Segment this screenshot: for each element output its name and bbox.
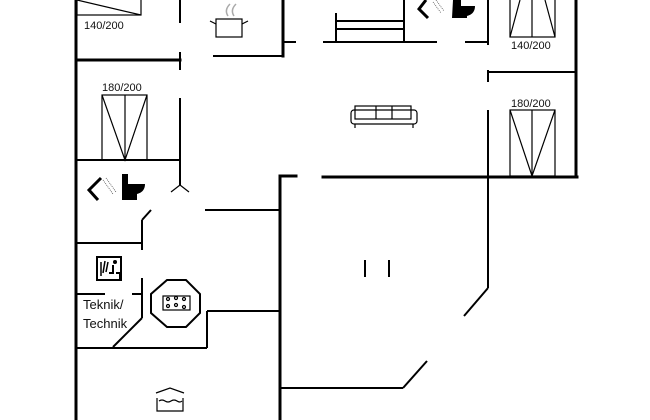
hot-tub-icon	[150, 279, 201, 328]
toilet-icon	[452, 0, 475, 18]
bed-top-left: 140/200	[76, 0, 142, 32]
bed-size-label: 140/200	[511, 40, 551, 52]
bed-left: 180/200	[101, 82, 148, 162]
pool-icon	[155, 387, 185, 412]
sofa-icon	[350, 105, 418, 128]
walls	[74, 0, 579, 420]
bed-top-right: 140/200	[509, 0, 556, 52]
sauna-icon	[96, 256, 122, 281]
bed-size-label: 180/200	[102, 82, 142, 94]
cooking-pot-icon	[209, 3, 249, 38]
shower-icon	[417, 0, 445, 20]
technical-room-label: Technik	[83, 316, 128, 331]
technical-room-label: Teknik/	[83, 297, 124, 312]
bed-right: 180/200	[509, 98, 556, 178]
shower-icon	[86, 176, 117, 202]
bed-size-label: 140/200	[84, 20, 124, 32]
bed-icon	[335, 0, 405, 42]
bed-size-label: 180/200	[511, 98, 551, 110]
toilet-icon	[122, 174, 145, 200]
